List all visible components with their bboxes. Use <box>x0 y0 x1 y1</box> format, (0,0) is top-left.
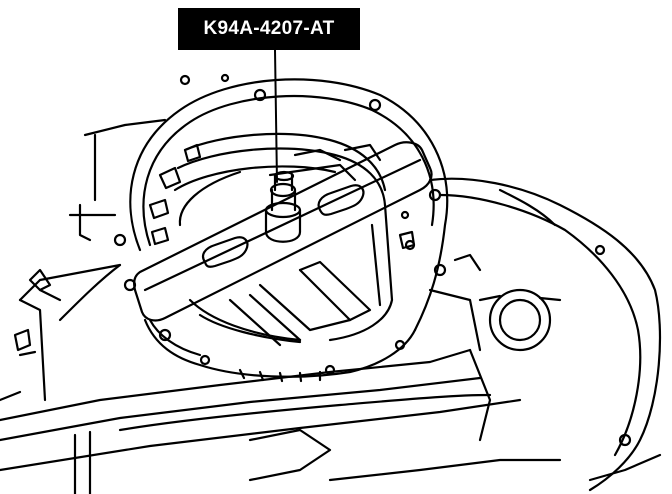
tool-callout-label: K94A-4207-AT <box>178 8 360 50</box>
center-spindle <box>264 170 302 243</box>
left-bracket <box>13 118 167 357</box>
holding-tool <box>132 141 433 322</box>
leader-line <box>274 49 278 183</box>
transaxle-housing <box>428 177 662 492</box>
case-body <box>0 263 562 494</box>
bolt-flange <box>113 73 449 383</box>
